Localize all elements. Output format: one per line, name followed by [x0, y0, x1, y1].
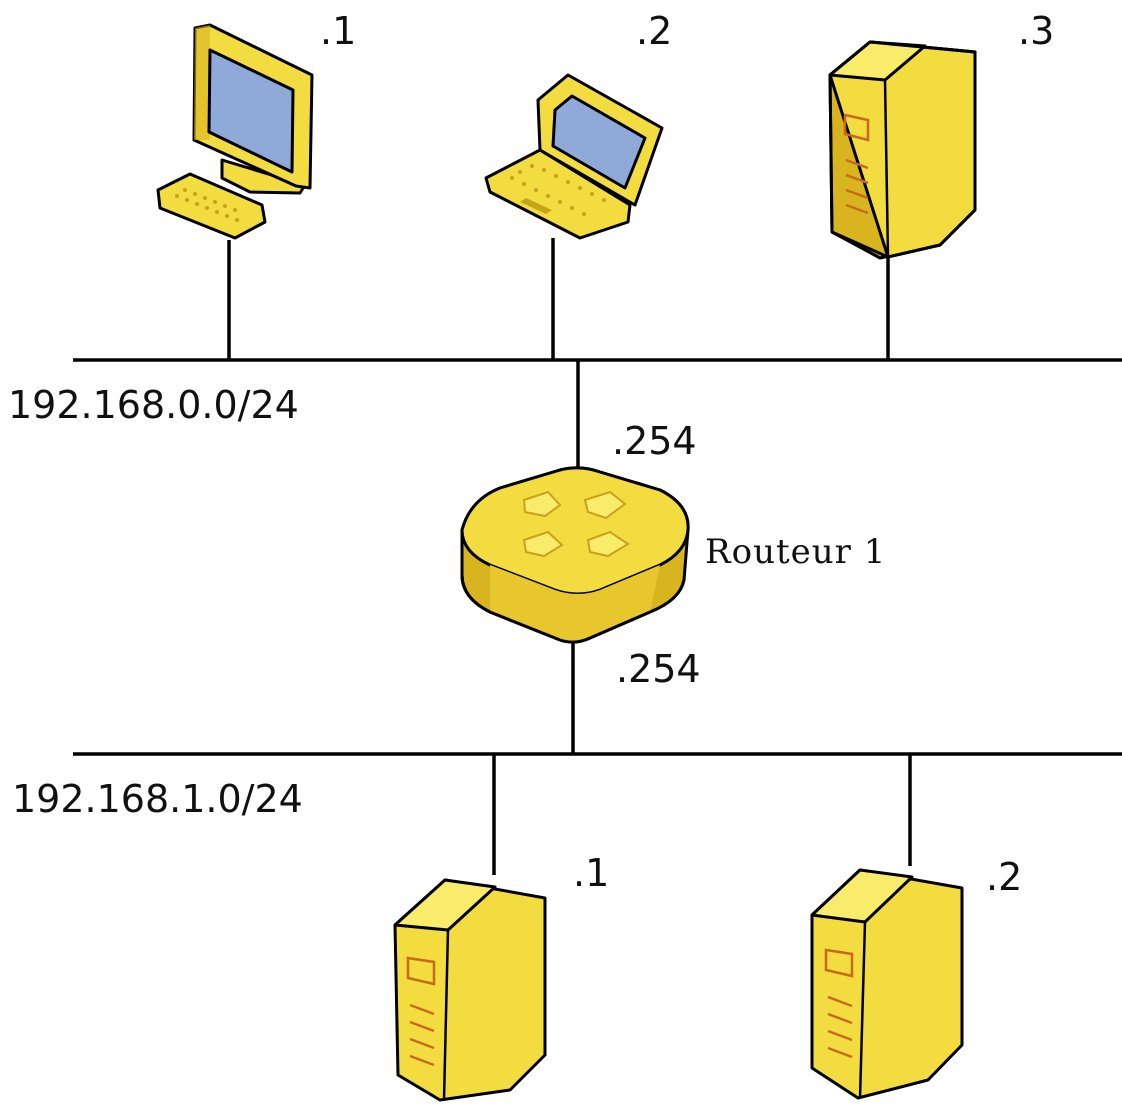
desktop-computer-icon: [158, 25, 312, 238]
laptop-icon: [486, 75, 662, 238]
host-label-server-bottom-1: .1: [573, 851, 609, 895]
server-tower-icon: [812, 870, 962, 1098]
router-interface-bottom-label: .254: [616, 647, 701, 691]
host-label-server-bottom-2: .2: [986, 855, 1022, 899]
host-label-server-top: .3: [1018, 9, 1054, 53]
router-interface-top-label: .254: [612, 419, 697, 463]
server-tower-icon: [395, 880, 545, 1100]
router-name-label: Routeur 1: [705, 532, 886, 572]
host-label-desktop: .1: [320, 9, 356, 53]
server-tower-icon: [830, 42, 975, 258]
network-label-top: 192.168.0.0/24: [8, 383, 299, 427]
host-label-laptop: .2: [636, 9, 672, 53]
network-label-bottom: 192.168.1.0/24: [12, 777, 303, 821]
router-icon: [462, 468, 688, 642]
